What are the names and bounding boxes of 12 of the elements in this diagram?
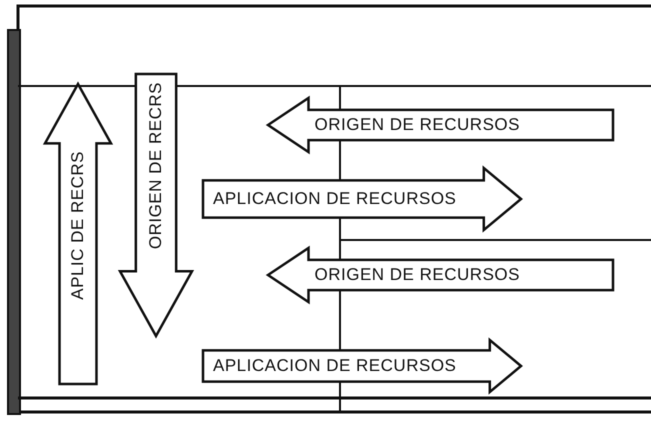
pointed-banner [45,84,111,384]
arrow-label: ORIGEN DE RECURSOS [314,265,520,285]
arrow-label: APLIC DE RECRS [68,151,88,300]
arrow-label: APLICACION DE RECURSOS [213,189,456,209]
pointed-banner [203,168,521,230]
pointed-banner [268,248,613,302]
arrow-label: ORIGEN DE RECURSOS [314,115,520,135]
pointed-banner [268,98,613,152]
pointed-banner [203,340,521,392]
arrow-label: ORIGEN DE RECRS [146,82,166,250]
pointed-banner [120,74,192,336]
arrow-label: APLICACION DE RECURSOS [213,356,456,376]
